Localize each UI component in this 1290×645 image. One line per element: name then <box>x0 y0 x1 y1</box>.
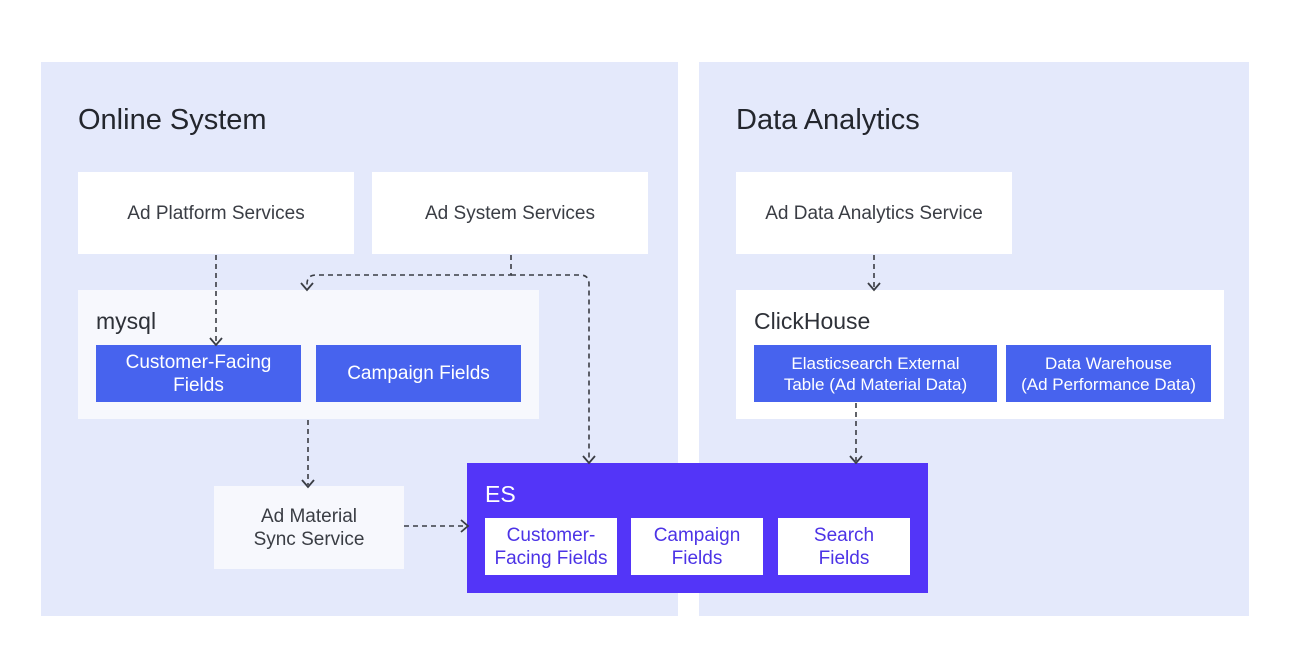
es-search-fields: Search Fields <box>778 518 910 575</box>
clickhouse-es-external-table: Elasticsearch External Table (Ad Materia… <box>754 345 997 402</box>
mysql-container: mysql Customer-Facing Fields Campaign Fi… <box>78 290 539 419</box>
es-container: ES Customer- Facing Fields Campaign Fiel… <box>467 463 928 593</box>
mysql-customer-facing-fields: Customer-Facing Fields <box>96 345 301 402</box>
ad-platform-services-box: Ad Platform Services <box>78 172 354 254</box>
ad-platform-services-label: Ad Platform Services <box>127 202 305 224</box>
mysql-campaign-fields: Campaign Fields <box>316 345 521 402</box>
ad-system-services-box: Ad System Services <box>372 172 648 254</box>
es-customer-facing-fields: Customer- Facing Fields <box>485 518 617 575</box>
ad-data-analytics-service-label: Ad Data Analytics Service <box>765 202 983 224</box>
online-system-title: Online System <box>78 104 267 136</box>
clickhouse-data-warehouse: Data Warehouse (Ad Performance Data) <box>1006 345 1211 402</box>
ad-system-services-label: Ad System Services <box>425 202 595 224</box>
data-analytics-title: Data Analytics <box>736 104 920 136</box>
ad-material-sync-service-box: Ad Material Sync Service <box>214 486 404 569</box>
es-title: ES <box>485 481 516 507</box>
clickhouse-title: ClickHouse <box>754 308 871 334</box>
ad-material-sync-service-label: Ad Material Sync Service <box>253 505 365 550</box>
clickhouse-container: ClickHouse Elasticsearch External Table … <box>736 290 1224 419</box>
es-campaign-fields: Campaign Fields <box>631 518 763 575</box>
ad-data-analytics-service-box: Ad Data Analytics Service <box>736 172 1012 254</box>
mysql-title: mysql <box>96 308 157 334</box>
